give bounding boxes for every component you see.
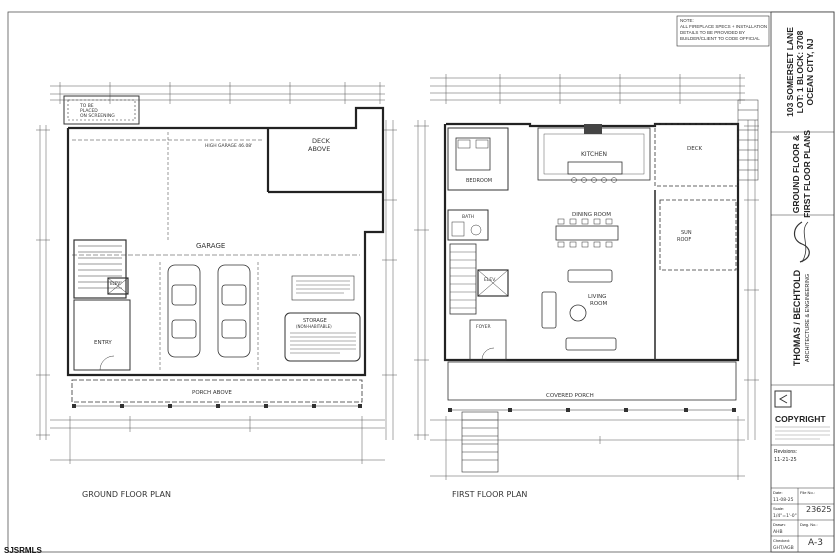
first-elevator: [477, 269, 509, 297]
high-garage-label: HIGH GARAGE 46.08': [205, 143, 252, 149]
drawn-by: AHB: [773, 529, 783, 535]
deck-label: DECK: [687, 146, 703, 152]
deck-area: [654, 123, 739, 187]
entry-label: ENTRY: [94, 340, 112, 346]
svg-text:Drawn:: Drawn:: [773, 522, 786, 527]
svg-text:Date:: Date:: [773, 490, 783, 495]
storage-note: [284, 312, 361, 362]
foyer: [469, 319, 507, 361]
covered-porch: [447, 361, 737, 401]
garage-label: GARAGE: [196, 242, 225, 250]
sofa-bottom: [565, 337, 617, 351]
first-floor-plan: DECK BEDROOM BATH KITCHEN DINING ROOM: [414, 74, 759, 499]
revisions-label: Revisions:: [774, 449, 797, 455]
address-line-2: LOT: 1 BLOCK: 3708: [795, 30, 805, 113]
sofa-top: [567, 269, 613, 283]
porch-above: [71, 379, 363, 403]
bath-label: BATH: [462, 214, 474, 220]
range-hood: [584, 124, 602, 134]
drawing-number: A-3: [808, 538, 823, 548]
checked-by: GHT/AGB: [773, 545, 794, 551]
svg-text:ON SCREENING: ON SCREENING: [80, 113, 115, 119]
ground-stair-block: [73, 239, 127, 299]
bedroom-label: BEDROOM: [466, 178, 492, 184]
file-number: 23625: [806, 505, 831, 514]
first-floor-title: FIRST FLOOR PLAN: [452, 490, 527, 499]
ground-top-dimensions: [50, 82, 385, 104]
ground-floor-title: GROUND FLOOR PLAN: [82, 490, 171, 499]
sun-roof: [659, 199, 737, 271]
copyright-block: COPYRIGHT: [774, 390, 830, 440]
ground-floor-plan: TO BE PLACED ON SCREENING HIGH GARAGE 46…: [36, 82, 397, 499]
exterior-stair-right: [737, 99, 759, 181]
svg-text:File No.:: File No.:: [800, 490, 815, 495]
ac-label: TO BE: [79, 103, 94, 109]
svg-text:Scale:: Scale:: [773, 506, 784, 511]
coffee-table: [569, 304, 587, 322]
svg-text:ROOM: ROOM: [590, 301, 607, 307]
covered-porch-label: COVERED PORCH: [546, 393, 594, 399]
svg-text:NOTE:: NOTE:: [680, 18, 694, 23]
foyer-label: FOYER: [476, 324, 491, 330]
svg-text:Checked:: Checked:: [773, 538, 790, 543]
date-value: 11-08-25: [773, 497, 794, 503]
dining-table: [555, 225, 619, 241]
bedroom: [447, 127, 509, 191]
revision-date: 11-21-25: [774, 457, 797, 463]
ground-elev-label: ELEV.: [110, 281, 121, 286]
dining-label: DINING ROOM: [572, 212, 611, 218]
copyright-label: COPYRIGHT: [775, 414, 826, 424]
fireplace-note: NOTE: ALL FIREPLACE SPECS + INSTALLATION…: [676, 15, 770, 47]
svg-text:BUILDER/CLIENT TO CODE OFFICIA: BUILDER/CLIENT TO CODE OFFICIAL: [680, 36, 760, 41]
kitchen-label: KITCHEN: [581, 151, 607, 158]
car-2: [217, 264, 251, 358]
bed: [455, 137, 491, 171]
first-elev-label: ELEV.: [484, 277, 496, 283]
dining-chairs: [557, 218, 613, 248]
firm-logo: [793, 221, 810, 263]
ground-exterior-walls: [66, 106, 385, 377]
sheet-title-line-2: FIRST FLOOR PLANS: [802, 130, 812, 218]
sofa-left: [541, 291, 557, 329]
front-stair: [461, 411, 499, 473]
porch-above-label: PORCH ABOVE: [192, 390, 232, 396]
living-label: LIVING: [588, 294, 606, 300]
scale-value: 1/4"=1'-0": [773, 513, 797, 519]
bath: [447, 209, 489, 241]
firm-name: THOMAS / BECHTOLD: [792, 269, 802, 366]
entry-room: [73, 299, 131, 371]
svg-text:DETAILS TO BE PROVIDED BY: DETAILS TO BE PROVIDED BY: [680, 30, 745, 35]
ac-pad: [63, 95, 140, 125]
svg-text:Dwg. No.:: Dwg. No.:: [800, 522, 818, 527]
ground-elevator: [107, 277, 129, 295]
svg-text:(NON-HABITABLE): (NON-HABITABLE): [296, 324, 332, 329]
title-block: 103 SOMERSET LANE LOT: 1 BLOCK: 3708 OCE…: [770, 11, 835, 553]
car-1: [167, 264, 201, 358]
svg-text:PLACED: PLACED: [80, 108, 98, 114]
svg-text:ROOF: ROOF: [677, 237, 691, 243]
sun-roof-label: SUN: [681, 230, 692, 236]
first-stair: [449, 243, 477, 315]
deck-above-label: DECK: [312, 137, 331, 145]
ground-right-dimensions: [382, 120, 397, 440]
kitchen-island: [567, 161, 623, 175]
address-line-3: OCEAN CITY, NJ: [805, 38, 815, 105]
address-line-1: 103 SOMERSET LANE: [785, 27, 795, 117]
first-top-dimensions: [430, 74, 745, 104]
mls-watermark: SJSRMLS: [4, 546, 42, 555]
storage-notes-box: [291, 275, 355, 301]
sheet-title-line-1: GROUND FLOOR &: [791, 135, 801, 213]
ground-left-dimensions: [36, 125, 50, 440]
storage-label: STORAGE: [303, 318, 327, 324]
svg-text:ABOVE: ABOVE: [308, 145, 330, 153]
firm-subtitle: ARCHITECTURE & ENGINEERING: [805, 274, 811, 362]
svg-text:ALL FIREPLACE SPECS + INSTALLA: ALL FIREPLACE SPECS + INSTALLATION: [680, 24, 767, 29]
sheet-info-grid: Date: 11-08-25 File No.: 23625 Scale: 1/…: [771, 488, 834, 552]
